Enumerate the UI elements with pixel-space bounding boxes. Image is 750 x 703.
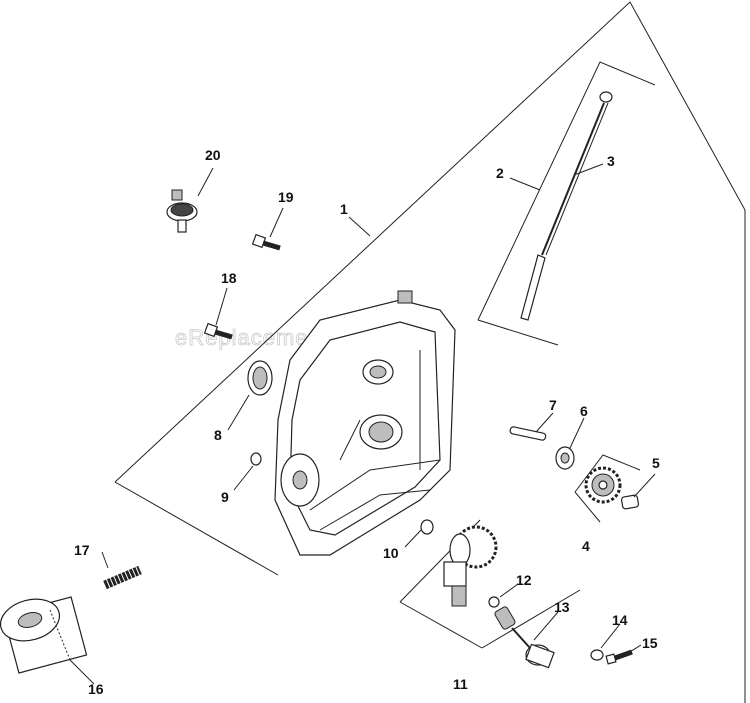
group-boundary-2 <box>477 61 656 346</box>
part-10-o-ring <box>420 519 434 535</box>
callout-20: 20 <box>205 147 221 163</box>
group-boundary-4 <box>574 454 641 523</box>
part-2-3-dipstick <box>520 91 613 321</box>
callout-11: 11 <box>453 676 468 692</box>
part-1-closure-plate <box>274 290 456 556</box>
part-16-oil-filter <box>0 596 88 674</box>
part-12-o-ring <box>488 596 500 608</box>
part-5-shaft <box>620 494 640 510</box>
part-6-washer <box>555 446 575 470</box>
callout-4: 4 <box>582 538 590 554</box>
group-boundary-1 <box>114 1 746 703</box>
callout-labels: 20 19 18 1 2 3 8 9 7 6 5 4 10 17 12 13 1… <box>74 147 660 697</box>
callout-5: 5 <box>652 455 660 471</box>
callout-9: 9 <box>221 489 229 505</box>
part-20-sensor <box>166 189 198 233</box>
leader-lines <box>69 163 656 685</box>
part-11-oil-pump <box>443 525 498 607</box>
callout-8: 8 <box>214 427 222 443</box>
part-9-pin <box>250 452 262 466</box>
part-15-screw <box>605 649 633 665</box>
part-18-bolt <box>203 322 233 340</box>
callout-13: 13 <box>554 599 570 615</box>
callout-3: 3 <box>607 153 615 169</box>
callout-6: 6 <box>580 403 588 419</box>
callout-18: 18 <box>221 270 237 286</box>
part-4-gear <box>584 466 622 504</box>
part-7-pin <box>509 426 547 441</box>
callout-10: 10 <box>383 545 399 561</box>
part-13-relief-valve <box>494 606 555 669</box>
part-17-stud <box>103 565 142 590</box>
callout-15: 15 <box>642 635 658 651</box>
callout-19: 19 <box>278 189 294 205</box>
part-14-washer <box>590 649 604 661</box>
callout-12: 12 <box>516 572 532 588</box>
callout-16: 16 <box>88 681 104 697</box>
callout-2: 2 <box>496 165 504 181</box>
part-19-bolt <box>251 233 281 251</box>
callout-14: 14 <box>612 612 628 628</box>
callout-7: 7 <box>549 397 557 413</box>
part-8-seal <box>247 360 273 396</box>
callout-1: 1 <box>340 201 348 217</box>
callout-17: 17 <box>74 542 90 558</box>
